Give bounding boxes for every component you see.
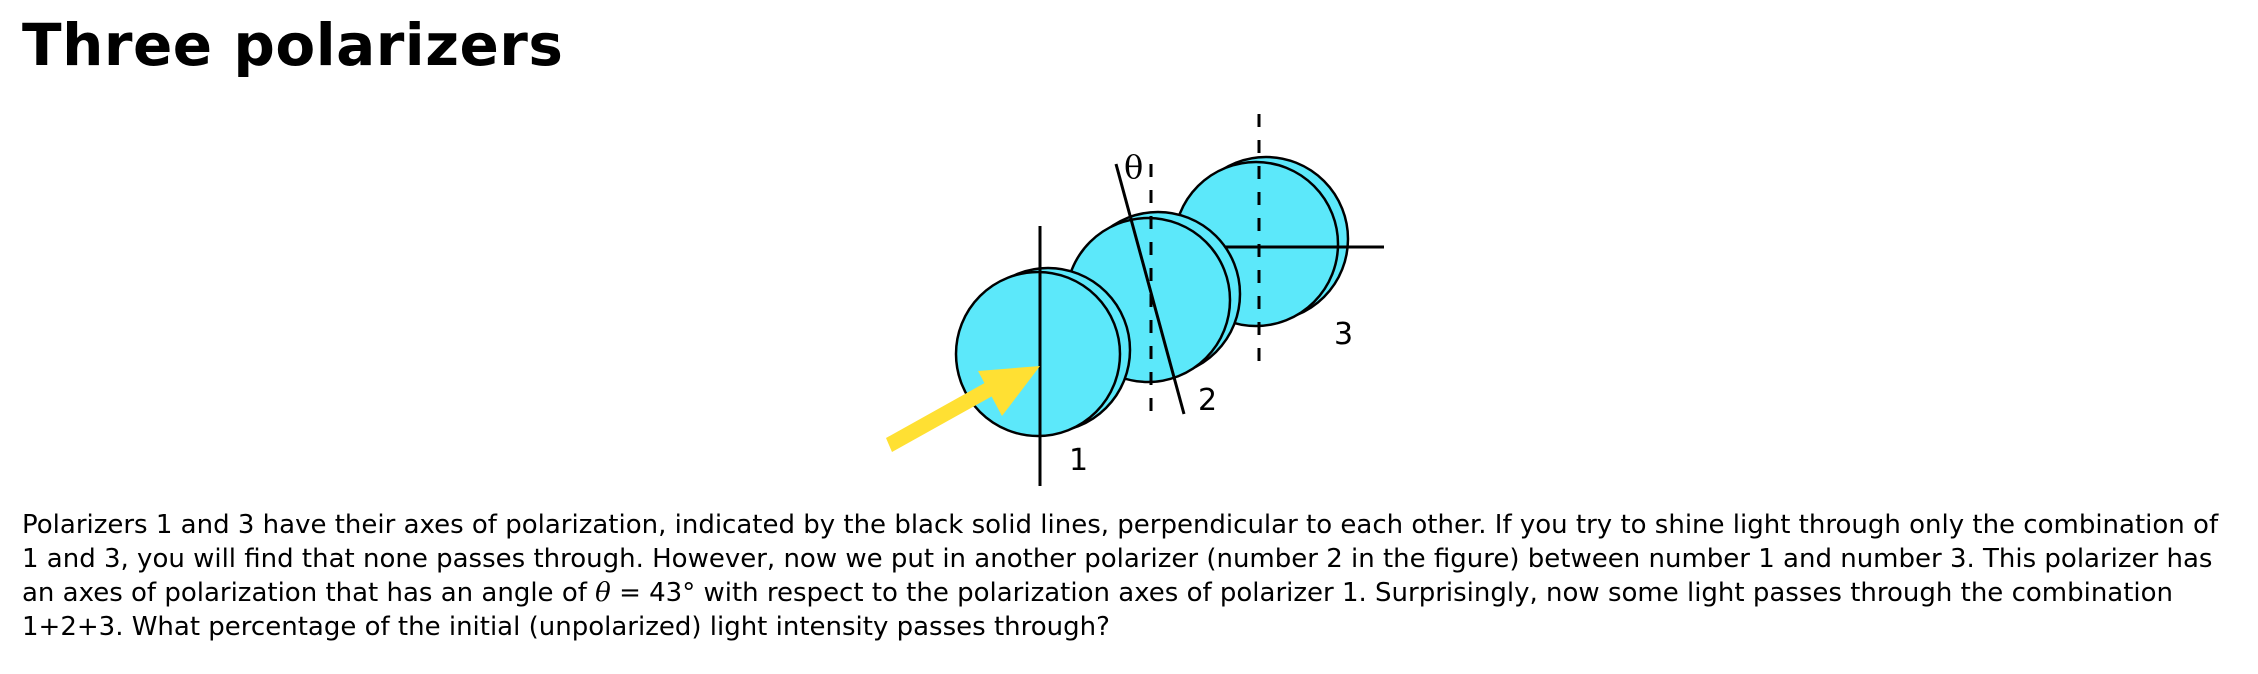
polarizer-1-disc bbox=[954, 270, 1122, 438]
angle-theta-label: θ bbox=[1124, 148, 1143, 186]
polarizer-3-label: 3 bbox=[1334, 317, 1353, 352]
polarizer-2-label: 2 bbox=[1198, 383, 1217, 418]
polarizer-1-label: 1 bbox=[1069, 443, 1088, 478]
problem-line-1: Polarizers 1 and 3 have their axes of po… bbox=[22, 510, 2219, 540]
problem-line-4: 1+2+3. What percentage of the initial (u… bbox=[22, 612, 1110, 642]
light-beam-arrow-shaft bbox=[886, 380, 996, 452]
theta-symbol: θ bbox=[595, 578, 611, 608]
light-beam-arrow bbox=[886, 366, 1040, 452]
light-beam-arrow-head bbox=[978, 366, 1040, 416]
problem-line-3-start: an axes of polarization that has an angl… bbox=[22, 578, 596, 608]
problem-line-3: an axes of polarization that has an angl… bbox=[22, 576, 2242, 610]
page-title: Three polarizers bbox=[22, 11, 564, 79]
polarizer-2-axis-line bbox=[1114, 163, 1186, 415]
problem-line-3-end: = 43° with respect to the polarization a… bbox=[610, 578, 2174, 608]
problem-line-2: 1 and 3, you will find that none passes … bbox=[22, 544, 2213, 574]
problem-statement: Polarizers 1 and 3 have their axes of po… bbox=[22, 508, 2242, 644]
